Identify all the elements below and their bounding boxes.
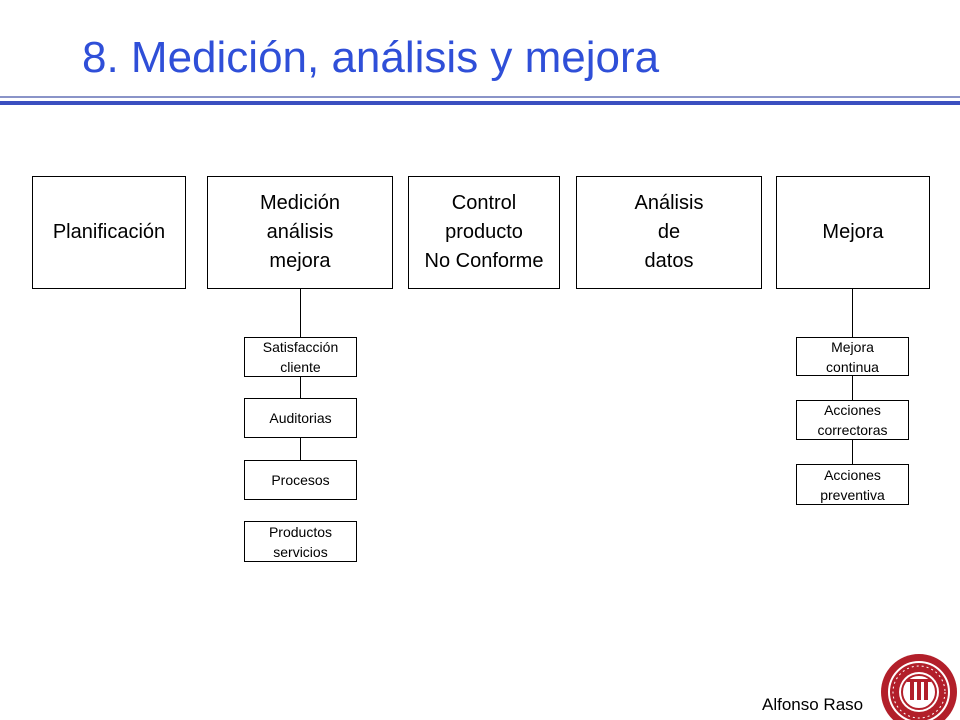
title-rule-thick bbox=[0, 101, 960, 105]
box-mejora: Mejora bbox=[776, 176, 930, 289]
box-auditorias: Auditorias bbox=[244, 398, 357, 438]
connector-correctoras-preventiva bbox=[852, 440, 853, 464]
box-control: Control producto No Conforme bbox=[408, 176, 560, 289]
box-acciones-correctoras: Acciones correctoras bbox=[796, 400, 909, 440]
box-acciones-preventiva: Acciones preventiva bbox=[796, 464, 909, 505]
box-productos-servicios: Productos servicios bbox=[244, 521, 357, 562]
box-mejora-continua: Mejora continua bbox=[796, 337, 909, 376]
slide-title: 8. Medición, análisis y mejora bbox=[82, 33, 660, 82]
box-medicion: Medición análisis mejora bbox=[207, 176, 393, 289]
connector-auditorias-procesos bbox=[300, 437, 301, 460]
box-satisfaccion-cliente: Satisfacción cliente bbox=[244, 337, 357, 377]
box-procesos: Procesos bbox=[244, 460, 357, 500]
university-seal-icon bbox=[881, 654, 957, 720]
connector-satisfaccion-auditorias bbox=[300, 376, 301, 398]
connector-continua-correctoras bbox=[852, 376, 853, 400]
title-rule-thin bbox=[0, 96, 960, 98]
box-analisis: Análisis de datos bbox=[576, 176, 762, 289]
author-name: Alfonso Raso bbox=[762, 695, 864, 714]
connector-medicion-satisfaccion bbox=[300, 289, 301, 337]
box-planificacion: Planificación bbox=[32, 176, 186, 289]
connector-mejora-continua bbox=[852, 289, 853, 337]
